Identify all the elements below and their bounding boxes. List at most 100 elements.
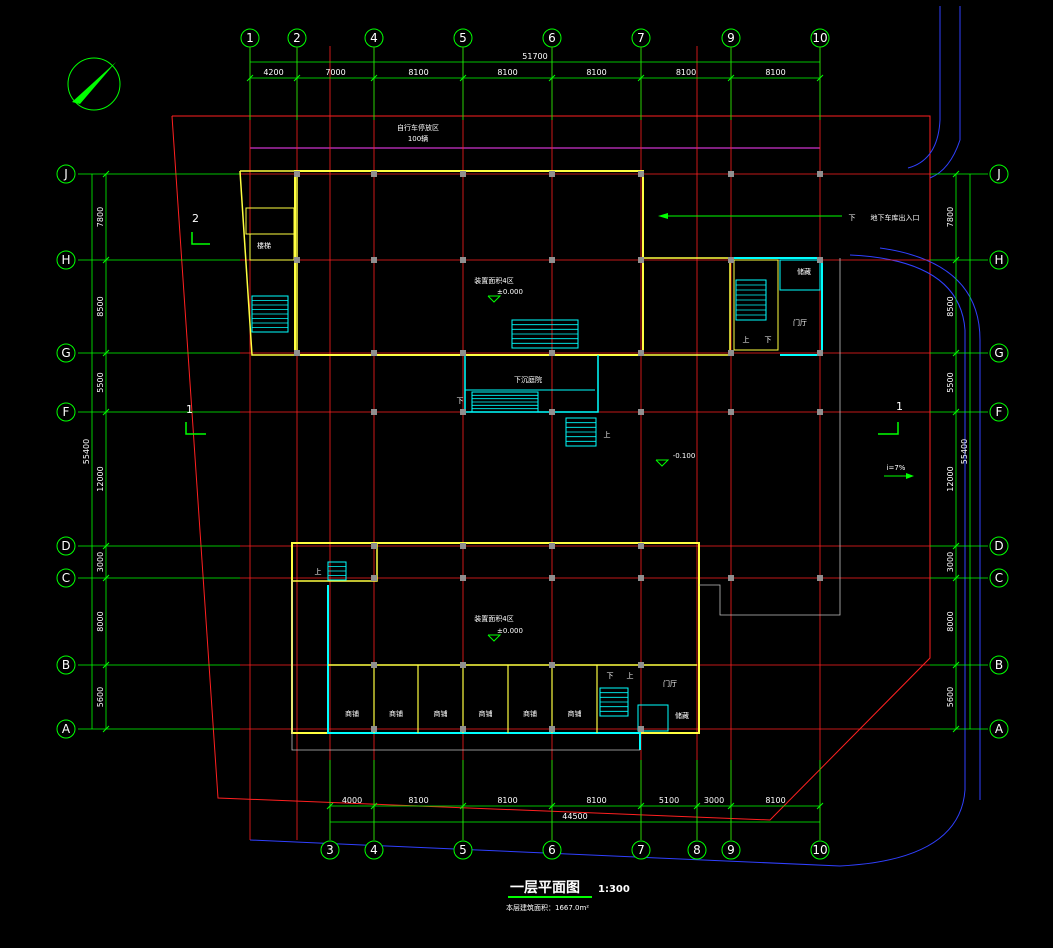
section-mark-2: 2 [192, 212, 199, 225]
column [638, 350, 644, 356]
section-symbol [878, 422, 899, 435]
dimension-tick [952, 661, 960, 669]
storage-room-2 [637, 704, 669, 732]
column [817, 171, 823, 177]
axis-bubble-right-circle [989, 343, 1009, 363]
axis-bubble-right-label: D [994, 539, 1003, 553]
stair-up-label: 上 [743, 335, 750, 344]
axis-bubble-right-label: G [994, 346, 1003, 360]
lower-west-wall [327, 585, 641, 750]
dimension-span: 4000 [342, 796, 362, 805]
plaza-down-label: 下 [457, 397, 464, 405]
dimension-tick [548, 802, 556, 810]
dimension-span: 5500 [96, 372, 105, 392]
stair-room [245, 207, 295, 235]
stair-up-label-3: 上 [627, 671, 634, 680]
column [371, 409, 377, 415]
stair-down-label-2: 下 [607, 672, 614, 680]
column [728, 409, 734, 415]
arrow-icon [658, 213, 668, 219]
column [549, 726, 555, 732]
column [817, 575, 823, 581]
storage-room [779, 259, 821, 291]
column [460, 350, 466, 356]
column [549, 662, 555, 668]
dimension-span: 8100 [765, 796, 785, 805]
axis-bubble-bottom-circle [687, 840, 707, 860]
column [460, 171, 466, 177]
parking-entrance-label: 地下车库出入口 [871, 213, 920, 222]
dimension-total: 55400 [82, 439, 91, 464]
dimension-span: 8500 [946, 296, 955, 316]
axis-bubble-bottom-circle [542, 840, 562, 860]
outline-line [699, 258, 841, 616]
column [817, 409, 823, 415]
axis-bubble-left-label: G [61, 346, 70, 360]
axis-bubble-top-label: 2 [293, 31, 301, 45]
site-boundary [171, 115, 931, 821]
dimension-tick [370, 802, 378, 810]
dimension-span: 8000 [96, 611, 105, 631]
axis-bubble-bottom-circle [810, 840, 830, 860]
dimension-tick [952, 256, 960, 264]
column [460, 575, 466, 581]
dimension-total: 44500 [562, 812, 587, 821]
axis-bubble-right-circle [989, 250, 1009, 270]
dimension-span: 3000 [946, 552, 955, 572]
column [549, 543, 555, 549]
dimension-tick [102, 542, 110, 550]
column [371, 575, 377, 581]
dimension-span: 8100 [586, 796, 606, 805]
column [371, 726, 377, 732]
column [294, 257, 300, 263]
dimension-span: 12000 [96, 466, 105, 491]
drawing-scale: 1:300 [598, 884, 630, 895]
axis-bubble-top-label: 5 [459, 31, 467, 45]
dimension-tick [102, 725, 110, 733]
axis-bubble-bottom-label: 4 [370, 843, 378, 857]
axis-bubble-right-label: F [996, 405, 1003, 419]
slope-label: i=7% [887, 464, 906, 472]
section-symbol [185, 422, 206, 435]
stair-up-label-2: 上 [315, 567, 322, 576]
upper-lobby-label: 门厅 [793, 318, 807, 327]
dimension-tick [102, 574, 110, 582]
area-note: 本层建筑面积：1667.0m² [506, 903, 589, 912]
column [460, 543, 466, 549]
column [371, 171, 377, 177]
dimension-span: 5600 [946, 687, 955, 707]
axis-bubble-left-label: D [61, 539, 70, 553]
dimension-span: 3000 [704, 796, 724, 805]
outline-line [291, 580, 640, 751]
axis-bubble-bottom-label: 7 [637, 843, 645, 857]
dimension-tick [459, 74, 467, 82]
dimension-tick [246, 74, 254, 82]
axis-bubble-left-label: A [62, 722, 71, 736]
axis-bubble-right-label: B [995, 658, 1003, 672]
axis-bubble-top-label: 9 [727, 31, 735, 45]
section-mark-1-left: 1 [186, 403, 193, 416]
column [638, 662, 644, 668]
shop-label: 商铺 [345, 709, 359, 718]
axis-bubble-left-circle [56, 250, 76, 270]
axis-bubble-bottom-label: 9 [727, 843, 735, 857]
stair-down-label: 下 [765, 336, 772, 344]
lower-level-label: ±0.000 [497, 627, 523, 635]
axis-bubble-left-circle [56, 402, 76, 422]
axis-bubble-top-circle [631, 28, 651, 48]
dimension-tick [727, 74, 735, 82]
column [460, 726, 466, 732]
column [460, 257, 466, 263]
axis-bubble-left-circle [56, 568, 76, 588]
axis-bubble-top-circle [542, 28, 562, 48]
axis-bubble-right-label: C [995, 571, 1003, 585]
column [371, 662, 377, 668]
dimension-span: 4200 [263, 68, 283, 77]
east-stair-room [733, 259, 779, 351]
drawing-title: 一层平面图 [510, 880, 580, 896]
dimension-tick [952, 542, 960, 550]
dimension-span: 7800 [96, 207, 105, 227]
shop-label: 商铺 [523, 709, 537, 718]
dimension-tick [693, 802, 701, 810]
